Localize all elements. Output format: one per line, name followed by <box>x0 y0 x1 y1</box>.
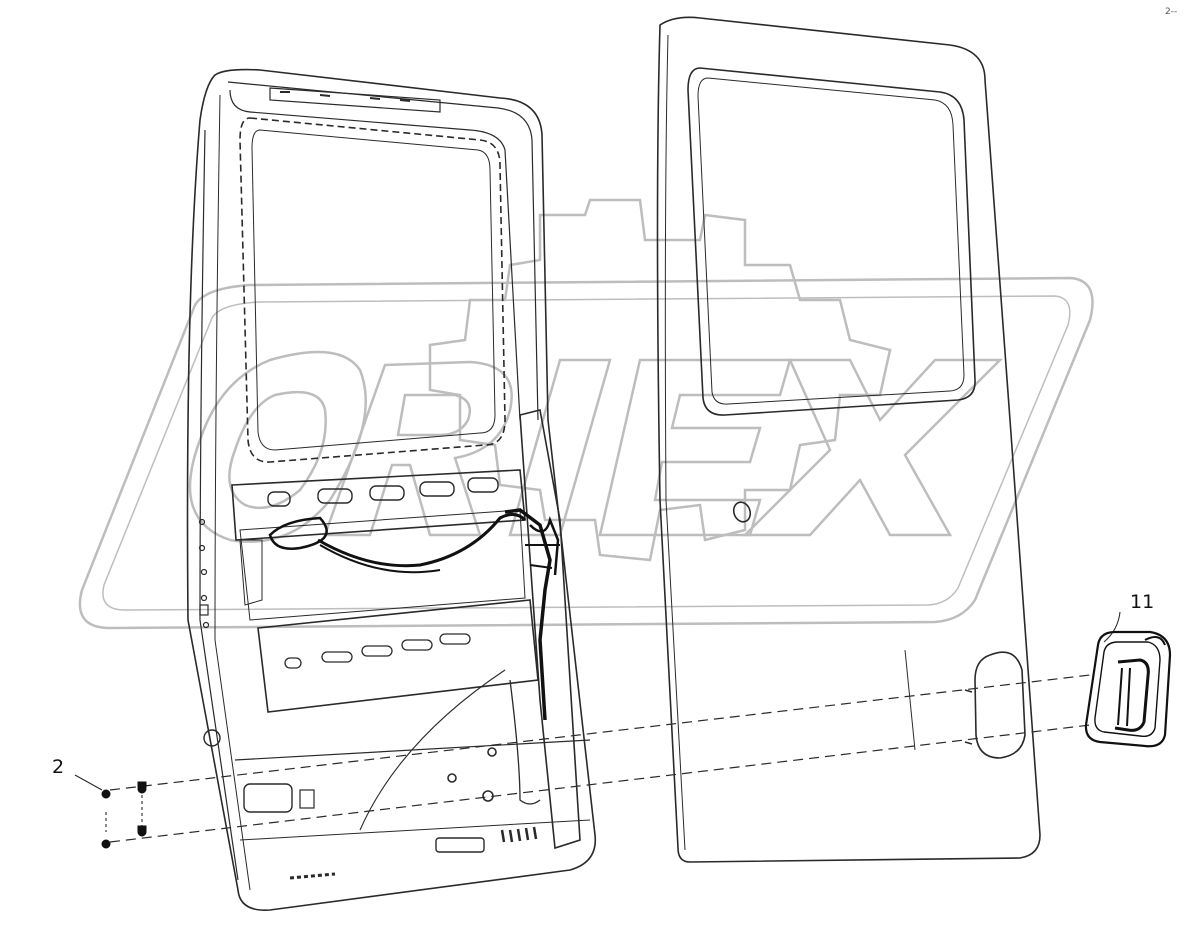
watermark-frame <box>78 276 1094 630</box>
watermark-letter-x <box>741 358 1004 537</box>
leader-lines <box>74 611 1121 832</box>
watermark-letter-i <box>508 358 612 537</box>
alignment-lines <box>109 674 1091 843</box>
corner-mark: 2-- <box>1165 7 1177 17</box>
handle-bezel <box>1084 630 1172 748</box>
watermark-letter-e <box>598 358 792 537</box>
inner-window-opening <box>239 117 506 463</box>
wiring-harness <box>268 508 560 721</box>
harness-cable <box>317 513 527 568</box>
fastener-nut <box>101 839 111 849</box>
lock-hole <box>732 501 752 523</box>
fastener-nut <box>101 789 111 799</box>
watermark-letter-r <box>323 360 513 537</box>
watermark-gear <box>428 198 892 562</box>
fastener-set <box>101 781 147 849</box>
watermark-frame-inner <box>102 295 1071 611</box>
outer-door-outline <box>656 16 1041 863</box>
callout-label-11: 11 <box>1130 591 1154 613</box>
callout-label-2: 2 <box>52 756 64 778</box>
handle-lever <box>1114 658 1150 732</box>
lower-reinforcement-panel <box>257 599 539 713</box>
watermark-logo <box>78 198 1094 630</box>
outside-door-handle <box>1084 630 1172 748</box>
harness-loop <box>268 516 328 550</box>
watermark-letter-o <box>188 350 367 543</box>
outer-door-skin <box>656 16 1041 863</box>
harness-lock-connector <box>504 508 552 721</box>
handle-recess <box>974 651 1026 759</box>
outer-window-glass <box>687 67 976 416</box>
inner-door-outline <box>186 68 597 911</box>
lock-bar <box>519 409 581 850</box>
